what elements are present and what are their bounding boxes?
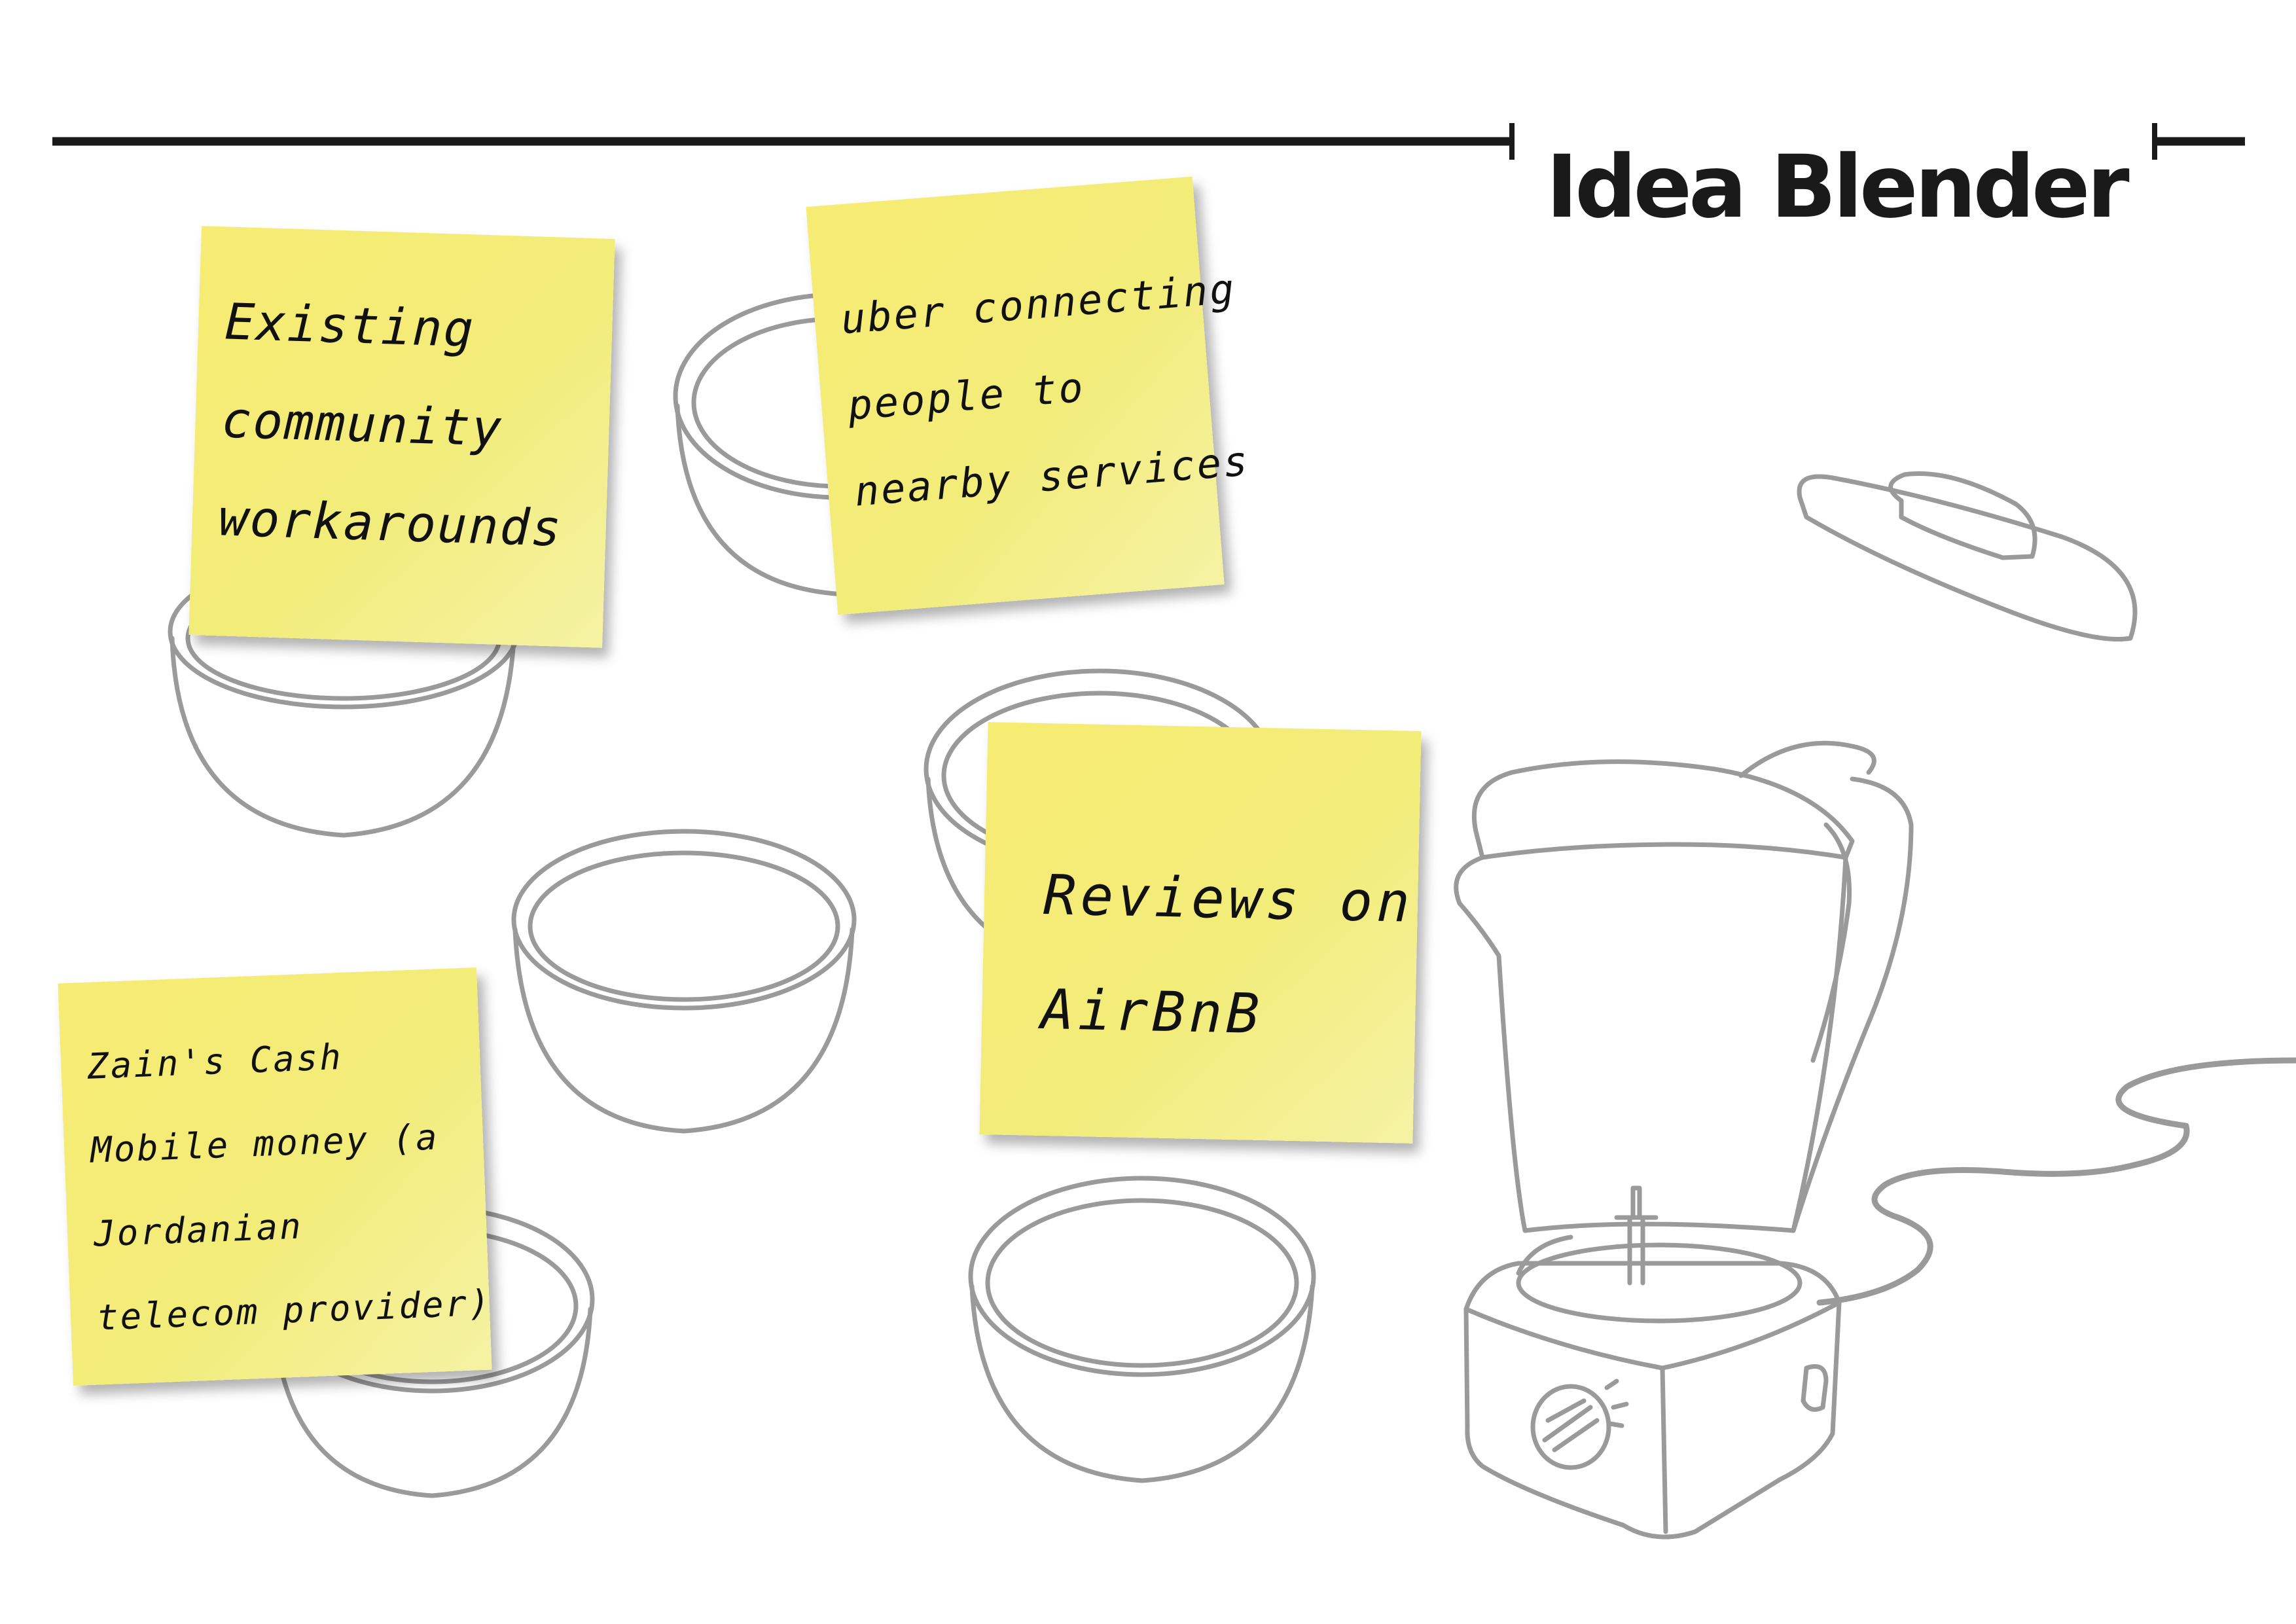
power-cord-icon	[1816, 1057, 2296, 1306]
note-line: Reviews on	[1043, 862, 1414, 935]
sticky-note-text: uber connecting people to nearby service…	[838, 248, 1251, 535]
note-line: telecom provider)	[96, 1282, 493, 1339]
bowl-icon	[511, 829, 857, 1134]
note-line: Jordanian	[92, 1205, 304, 1255]
sticky-note[interactable]: Existing community workarounds	[188, 226, 615, 648]
blender-icon	[1454, 740, 1914, 1540]
sticky-note-text: Reviews on AirBnB	[1040, 838, 1419, 1075]
sticky-note[interactable]: uber connecting people to nearby service…	[806, 176, 1251, 615]
sticky-note-text: Existing community workarounds	[217, 272, 614, 579]
note-line: workarounds	[217, 488, 564, 558]
note-line: Mobile money (a	[90, 1116, 440, 1171]
title-rule	[52, 123, 2245, 160]
sticky-note[interactable]: Reviews on AirBnB	[979, 722, 1422, 1144]
page-title: Idea Blender	[1546, 137, 2130, 238]
blender-lid-icon	[1797, 471, 2138, 642]
note-line: Zain's Cash	[86, 1036, 344, 1087]
note-line: AirBnB	[1040, 977, 1264, 1047]
sticky-note-text: Zain's Cash Mobile money (a Jordanian te…	[86, 1010, 493, 1360]
note-line: community	[221, 390, 504, 458]
note-line: Existing	[224, 292, 476, 359]
sticky-note[interactable]: Zain's Cash Mobile money (a Jordanian te…	[58, 967, 493, 1386]
bowl-icon	[968, 1176, 1316, 1483]
